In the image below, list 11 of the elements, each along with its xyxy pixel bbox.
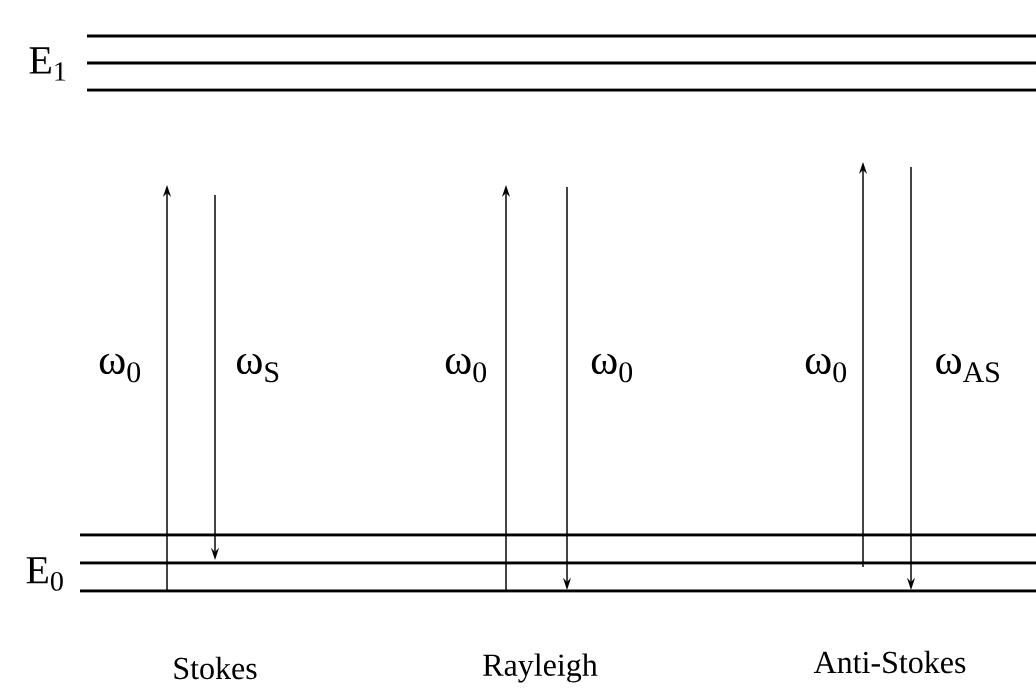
frequency-label: ω$_{S}$ — [237, 353, 279, 383]
level-label: E$_{1}$ — [29, 47, 66, 81]
process-label: Stokes — [174, 656, 257, 680]
frequency-label: ω$_{0}$ — [805, 353, 847, 383]
process-label: Rayleigh — [483, 653, 598, 683]
process-label: Anti-Stokes — [813, 650, 966, 674]
frequency-label: ω$_{0}$ — [445, 353, 487, 383]
frequency-label: ω$_{0}$ — [591, 353, 633, 383]
frequency-label: ω$_{AS}$ — [936, 353, 999, 383]
frequency-label: ω$_{0}$ — [99, 353, 141, 383]
level-label: E$_{0}$ — [26, 557, 63, 591]
